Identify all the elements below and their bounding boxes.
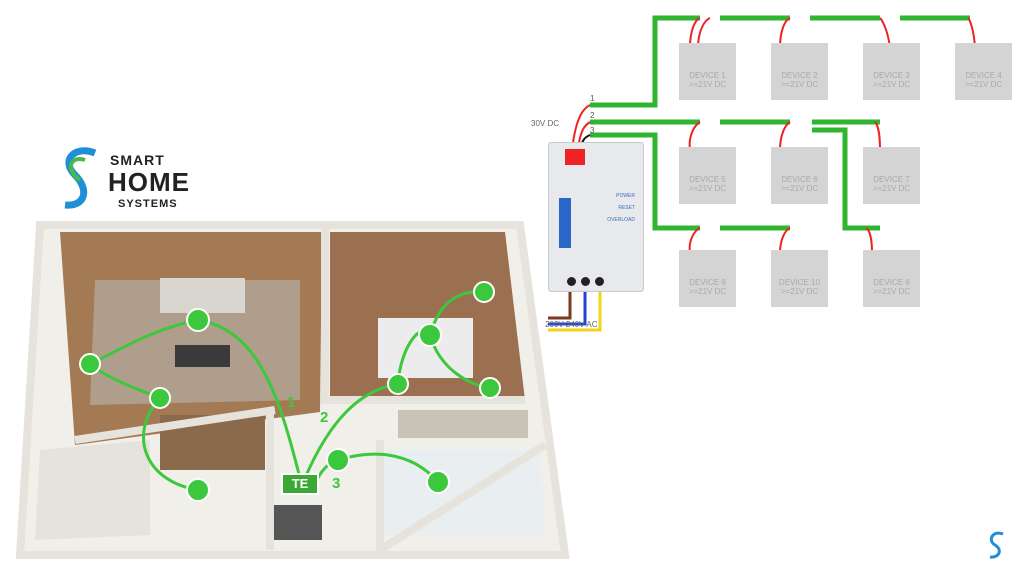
device-box: DEVICE 5>=21V DC [679, 147, 736, 204]
logo-text-smart: SMART [110, 152, 165, 168]
sofa [160, 278, 245, 313]
line-number: 1 [590, 94, 595, 103]
wifi-node-icon [186, 308, 210, 332]
output-terminal [565, 149, 585, 165]
device-box: DEVICE 4>=21V DC [955, 43, 1012, 100]
coffee-table [175, 345, 230, 367]
device-box: DEVICE 8>=21V DC [863, 250, 920, 307]
te-hub: TE [281, 473, 319, 495]
switch-node-icon [387, 373, 409, 395]
wifi-node-icon [426, 470, 450, 494]
device-box: DEVICE 10>=21V DC [771, 250, 828, 307]
switch-node-icon [149, 387, 171, 409]
input-voltage-label: 200V-240V AC [545, 320, 598, 329]
dining-area [35, 440, 150, 540]
ac-input-wires [548, 290, 602, 332]
walls [15, 221, 570, 559]
floorplan-line-label: 2 [320, 409, 329, 426]
device-box: DEVICE 2>=21V DC [771, 43, 828, 100]
closet [398, 410, 528, 438]
wifi-node-icon [186, 478, 210, 502]
smart-home-systems-logo: SMART HOME SYSTEMS [55, 145, 195, 217]
switch-node-icon [473, 281, 495, 303]
device-box: DEVICE 3>=21V DC [863, 43, 920, 100]
network-nodes [79, 281, 501, 502]
line-number: 2 [590, 111, 595, 120]
kitchen-counter [160, 415, 265, 470]
floorplan-line-label: 3 [332, 475, 341, 492]
input-terminals [567, 273, 627, 286]
logo-text-systems: SYSTEMS [118, 198, 178, 210]
floorplan-line-label: 1 [287, 394, 296, 411]
power-supply: POWER RESET OVERLOAD [548, 142, 644, 292]
device-box: DEVICE 6>=21V DC [771, 147, 828, 204]
indicator-power: POWER [616, 193, 635, 199]
logo-s-icon [64, 147, 97, 209]
device-box: DEVICE 1>=21V DC [679, 43, 736, 100]
output-voltage-label: 30V DC [531, 119, 560, 128]
stairs [272, 505, 322, 540]
bus-lines [590, 15, 970, 231]
indicator-overload: OVERLOAD [607, 217, 635, 223]
switch-node-icon [79, 353, 101, 375]
brand-label [559, 198, 571, 248]
wifi-node-icon [326, 448, 350, 472]
device-box: DEVICE 9>=21V DC [679, 250, 736, 307]
corner-logo-icon [989, 531, 1004, 559]
switch-node-icon [479, 377, 501, 399]
wifi-node-icon [418, 323, 442, 347]
line-number: 3 [590, 126, 595, 135]
logo-text-home: HOME [108, 167, 190, 197]
rug [90, 280, 300, 405]
device-box: DEVICE 7>=21V DC [863, 147, 920, 204]
indicator-reset: RESET [618, 205, 635, 211]
